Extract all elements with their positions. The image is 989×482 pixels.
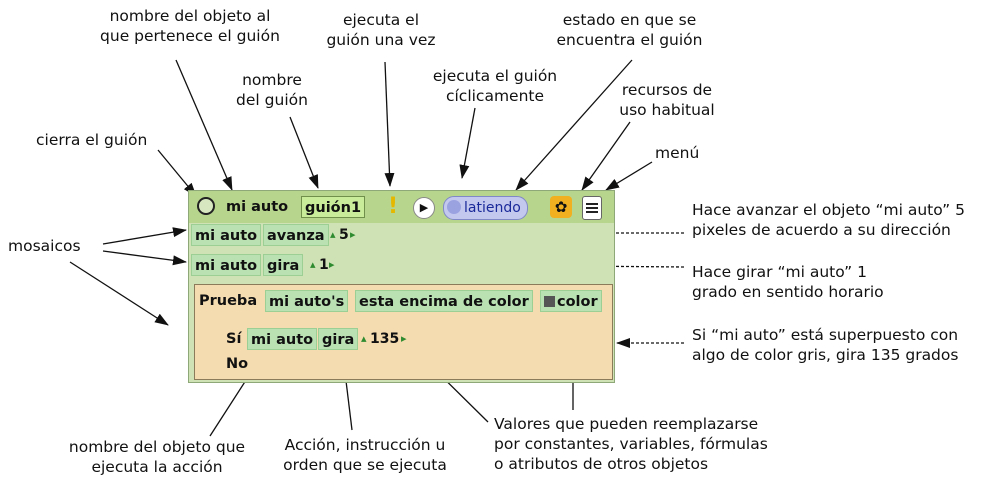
label-object-owner: nombre del objeto al que pertenece el gu…	[100, 7, 280, 45]
test-color-value[interactable]: color	[540, 290, 602, 312]
status-heart-icon	[447, 200, 461, 214]
label-menu: menú	[655, 144, 700, 162]
tile-command[interactable]: avanza	[263, 224, 329, 246]
value-right-arrow-icon[interactable]: ▸	[350, 228, 356, 241]
tile-command[interactable]: gira	[318, 328, 359, 350]
arrow-close	[157, 149, 197, 197]
arrow-tiles-1	[102, 227, 187, 245]
label-common-resources: recursos de uso habitual	[619, 81, 715, 119]
test-object[interactable]: mi auto's	[265, 290, 349, 312]
arrow-object-owner	[175, 59, 233, 191]
label-values: Valores que pueden reemplazarse por cons…	[494, 415, 768, 473]
arrow-script-name	[289, 116, 319, 189]
tile-object[interactable]: mi auto	[191, 254, 262, 276]
color-word: color	[557, 294, 598, 310]
test-condition[interactable]: esta encima de color	[355, 290, 533, 312]
color-swatch-icon	[544, 296, 555, 307]
label-close-script: cierra el guión	[36, 131, 148, 149]
script-editor: mi auto guión1 ! ▶ latiendo ✿ mi auto av…	[188, 190, 615, 383]
arrow-menu	[605, 161, 653, 191]
value-1[interactable]: 1	[319, 257, 329, 273]
test-label: Prueba	[199, 293, 258, 309]
value-5[interactable]: 5	[339, 227, 349, 243]
script-status-button[interactable]: latiendo	[443, 196, 528, 220]
value-arrow-icon[interactable]: ▴	[330, 228, 336, 241]
value-arrow-icon[interactable]: ▴	[361, 332, 367, 345]
label-turn-note: Hace girar “mi auto” 1 grado en sentido …	[692, 263, 884, 301]
script-object-name: mi auto	[226, 199, 289, 215]
arrow-run-once	[384, 61, 395, 187]
label-script-state: estado en que se encuentra el guión	[556, 11, 703, 49]
label-test-note: Si “mi auto” está superpuesto con algo d…	[692, 326, 959, 364]
no-label: No	[226, 356, 249, 372]
script-header: mi auto guión1 ! ▶ latiendo ✿	[189, 191, 614, 223]
arrow-state	[515, 59, 633, 191]
tile-command[interactable]: gira	[263, 254, 304, 276]
script-name-field[interactable]: guión1	[301, 196, 366, 218]
tools-icon[interactable]: ✿	[550, 196, 572, 218]
arrow-tiles-2	[102, 250, 187, 266]
status-label: latiendo	[464, 200, 521, 216]
label-action: Acción, instrucción u orden que se ejecu…	[283, 436, 447, 474]
yes-label: Sí	[226, 331, 242, 347]
menu-icon[interactable]	[582, 196, 602, 220]
test-block: Prueba mi auto's esta encima de color co…	[194, 284, 613, 380]
label-runs-once: ejecuta el guión una vez	[326, 11, 436, 49]
label-tiles: mosaicos	[8, 237, 81, 255]
run-once-icon[interactable]: !	[388, 194, 399, 219]
value-135[interactable]: 135	[370, 331, 400, 347]
arrow-resources	[581, 121, 631, 191]
close-circle-icon[interactable]	[197, 197, 215, 215]
label-advance-note: Hace avanzar el objeto “mi auto” 5 pixel…	[692, 201, 965, 239]
tile-object[interactable]: mi auto	[191, 224, 262, 246]
value-right-arrow-icon[interactable]: ▸	[329, 258, 335, 271]
label-script-name: nombre del guión	[236, 71, 308, 109]
tile-object[interactable]: mi auto	[247, 328, 318, 350]
step-icon[interactable]: ▶	[413, 197, 435, 219]
value-arrow-icon[interactable]: ▴	[310, 258, 316, 271]
arrow-cyclic	[459, 107, 476, 179]
arrow-tiles-3	[69, 261, 169, 326]
label-runs-cyclic: ejecuta el guión cíclicamente	[432, 67, 558, 105]
value-right-arrow-icon[interactable]: ▸	[401, 332, 407, 345]
label-acting-object: nombre del objeto que ejecuta la acción	[68, 438, 246, 476]
